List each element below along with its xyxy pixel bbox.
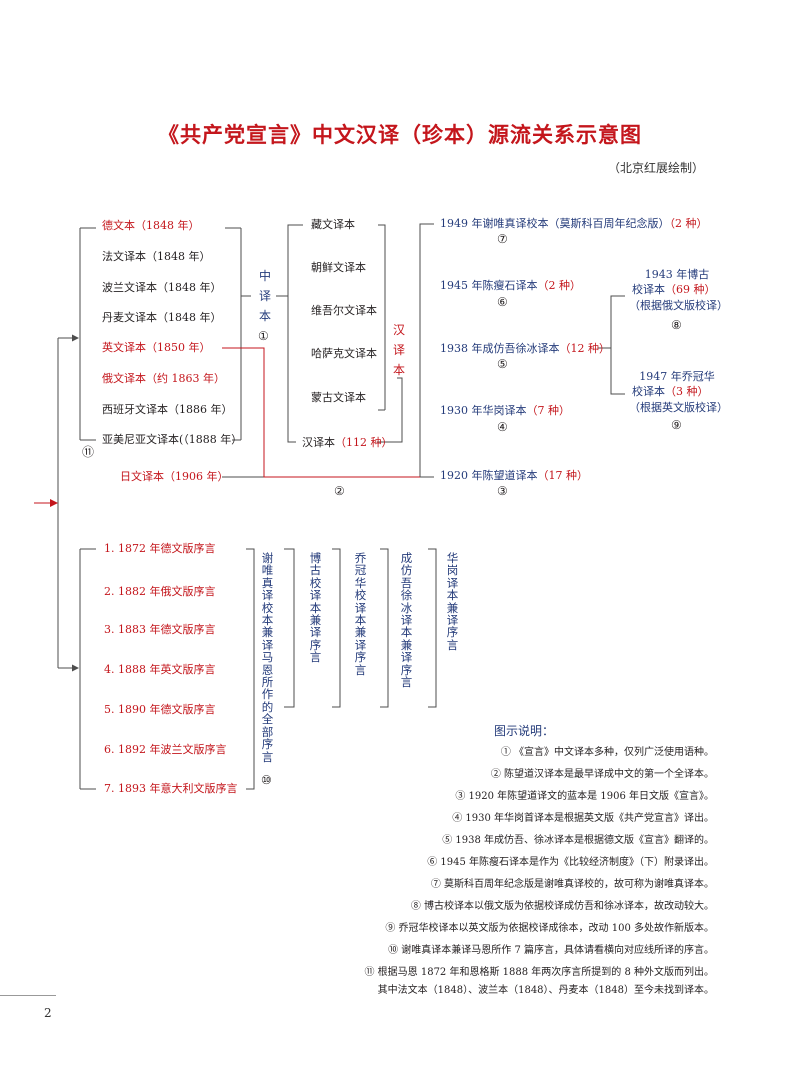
preface-item: 4. 1888 年英文版序言	[104, 663, 216, 676]
marker-4: ④	[497, 420, 508, 434]
minority-edition-mongolian: 蒙古文译本	[311, 391, 366, 404]
preface-group-chengfangwu: 成仿吾徐冰译本兼译序言	[400, 551, 413, 690]
minority-bracket	[287, 224, 303, 443]
chinese-edition-1920: 1920 年陈望道译本（17 种）	[440, 469, 588, 482]
preface-item: 5. 1890 年德文版序言	[104, 703, 216, 716]
preface-item: 1. 1872 年德文版序言	[104, 542, 216, 555]
preface-group-bogu: 博古校译本兼译序言	[309, 551, 322, 665]
qiaoguanhua-line3: （根据英文版校译）	[629, 401, 728, 414]
chinese-edition-1949: 1949 年谢唯真译校本（莫斯科百周年纪念版）（2 种）	[440, 217, 708, 230]
marker-2: ②	[334, 484, 345, 498]
qiaoguanhua-line2: 校译本（3 种）	[632, 385, 709, 398]
zhong-yiben-label: 中译本	[258, 269, 271, 323]
minority-edition-korean: 朝鲜文译本	[311, 261, 366, 274]
legend-item: 其中法文本（1848）、波兰本（1848）、丹麦本（1848）至今未找到译本。	[377, 985, 714, 996]
legend-item: ⑩ 谢唯真译本兼译马恩所作 7 篇序言，具体请看横向对应线所译的序言。	[388, 945, 714, 956]
marker-7: ⑦	[497, 232, 508, 246]
bogu-line2: 校译本（69 种）	[632, 283, 716, 296]
author-note: （北京红展绘制）	[608, 161, 705, 175]
bogu-qiao-bracket	[610, 295, 625, 395]
foreign-edition-danish: 丹麦文译本（1848 年）	[102, 311, 222, 324]
chinese-edition-1930: 1930 年华岗译本（7 种）	[440, 404, 570, 417]
chinese-edition-1938: 1938 年成仿吾徐冰译本（12 种）	[440, 342, 610, 355]
minority-edition-tibetan: 藏文译本	[311, 218, 355, 231]
han-edition: 汉译本（112 种）	[302, 437, 393, 448]
legend-item: ① 《宣言》中文译本多种，仅列广泛使用语种。	[500, 747, 714, 758]
qiaoguanhua-line1: 1947 年乔冠华	[639, 370, 715, 383]
marker-8: ⑧	[671, 318, 682, 332]
han-yiben-label: 汉译本	[392, 323, 405, 377]
chinese-editions-bracket	[419, 223, 434, 478]
han-edition-count: （112 种）	[335, 436, 393, 449]
marker-5: ⑤	[497, 357, 508, 371]
legend-item: ⑨ 乔冠华校译本以英文版为依据校译成徐本，改动 100 多处故作新版本。	[385, 923, 714, 934]
legend-item: ⑪ 根据马恩 1872 年和恩格斯 1888 年两次序言所提到的 8 种外文版而…	[364, 967, 714, 978]
legend-item: ③ 1920 年陈望道译文的蓝本是 1906 年日文版《宣言》。	[455, 791, 714, 802]
foreign-edition-spanish: 西班牙文译本（1886 年）	[102, 403, 233, 416]
minority-edition-kazakh: 哈萨克文译本	[311, 347, 377, 360]
preface-bracket-right	[246, 548, 255, 790]
foreign-edition-armenian: 亚美尼亚文译本(（1888 年）	[102, 433, 243, 446]
legend-item: ⑥ 1945 年陈瘦石译本是作为《比较经济制度》（下）附录译出。	[427, 857, 714, 868]
marker-1: ①	[258, 329, 269, 343]
minority-edition-uyghur: 维吾尔文译本	[311, 304, 377, 317]
bogu-line1: 1943 年博古	[644, 268, 710, 281]
marker-10: ⑩	[261, 773, 272, 787]
legend-item: ④ 1930 年华岗首译本是根据英文版《共产党宣言》译出。	[452, 813, 714, 824]
legend-item: ⑧ 博古校译本以俄文版为依据校译成仿吾和徐冰译本，故改动较大。	[410, 901, 714, 912]
legend-item: ⑦ 莫斯科百周年纪念版是谢唯真译校的，故可称为谢唯真译本。	[430, 879, 714, 890]
marker-9: ⑨	[671, 418, 682, 432]
preface-item: 6. 1892 年波兰文版序言	[104, 743, 227, 756]
legend-item: ② 陈望道汉译本是最早译成中文的第一个全译本。	[490, 769, 714, 780]
chinese-edition-1945: 1945 年陈瘦石译本（2 种）	[440, 279, 581, 292]
preface-bracket-left	[79, 548, 96, 790]
bogu-line3: （根据俄文版校译）	[629, 299, 728, 312]
preface-group-xieweizhen: 谢唯真译校本兼译马恩所作的全部序言	[261, 551, 274, 764]
footer-rule	[0, 995, 56, 996]
legend-item: ⑤ 1938 年成仿吾、徐冰译本是根据德文版《宣言》翻译的。	[442, 835, 714, 846]
marker-6: ⑥	[497, 295, 508, 309]
preface-item: 3. 1883 年德文版序言	[104, 623, 216, 636]
han-bracket	[377, 377, 403, 443]
japanese-edition: 日文译本（1906 年）	[120, 470, 229, 483]
foreign-edition-russian: 俄文译本（约 1863 年）	[102, 372, 225, 385]
foreign-edition-german: 德文本（1848 年）	[102, 219, 200, 232]
preface-item: 2. 1882 年俄文版序言	[104, 585, 216, 598]
foreign-edition-english: 英文译本（1850 年）	[102, 341, 211, 354]
marker-11: ⑪	[82, 445, 95, 459]
page-title: 《共产党宣言》中文汉译（珍本）源流关系示意图	[158, 122, 642, 147]
foreign-edition-polish: 波兰文译本（1848 年）	[102, 281, 222, 294]
foreign-edition-french: 法文译本（1848 年）	[102, 250, 211, 263]
legend-title: 图示说明：	[494, 724, 555, 738]
preface-group-qiaoguanhua: 乔冠华校译本兼译序言	[354, 551, 367, 677]
han-edition-prefix: 汉译本	[302, 436, 335, 449]
marker-3: ③	[497, 484, 508, 498]
english-edition-connector	[222, 347, 420, 478]
preface-item: 7. 1893 年意大利文版序言	[104, 782, 238, 795]
preface-group-huagang: 华岗译本兼译序言	[446, 551, 459, 652]
page-number: 2	[44, 1006, 52, 1020]
